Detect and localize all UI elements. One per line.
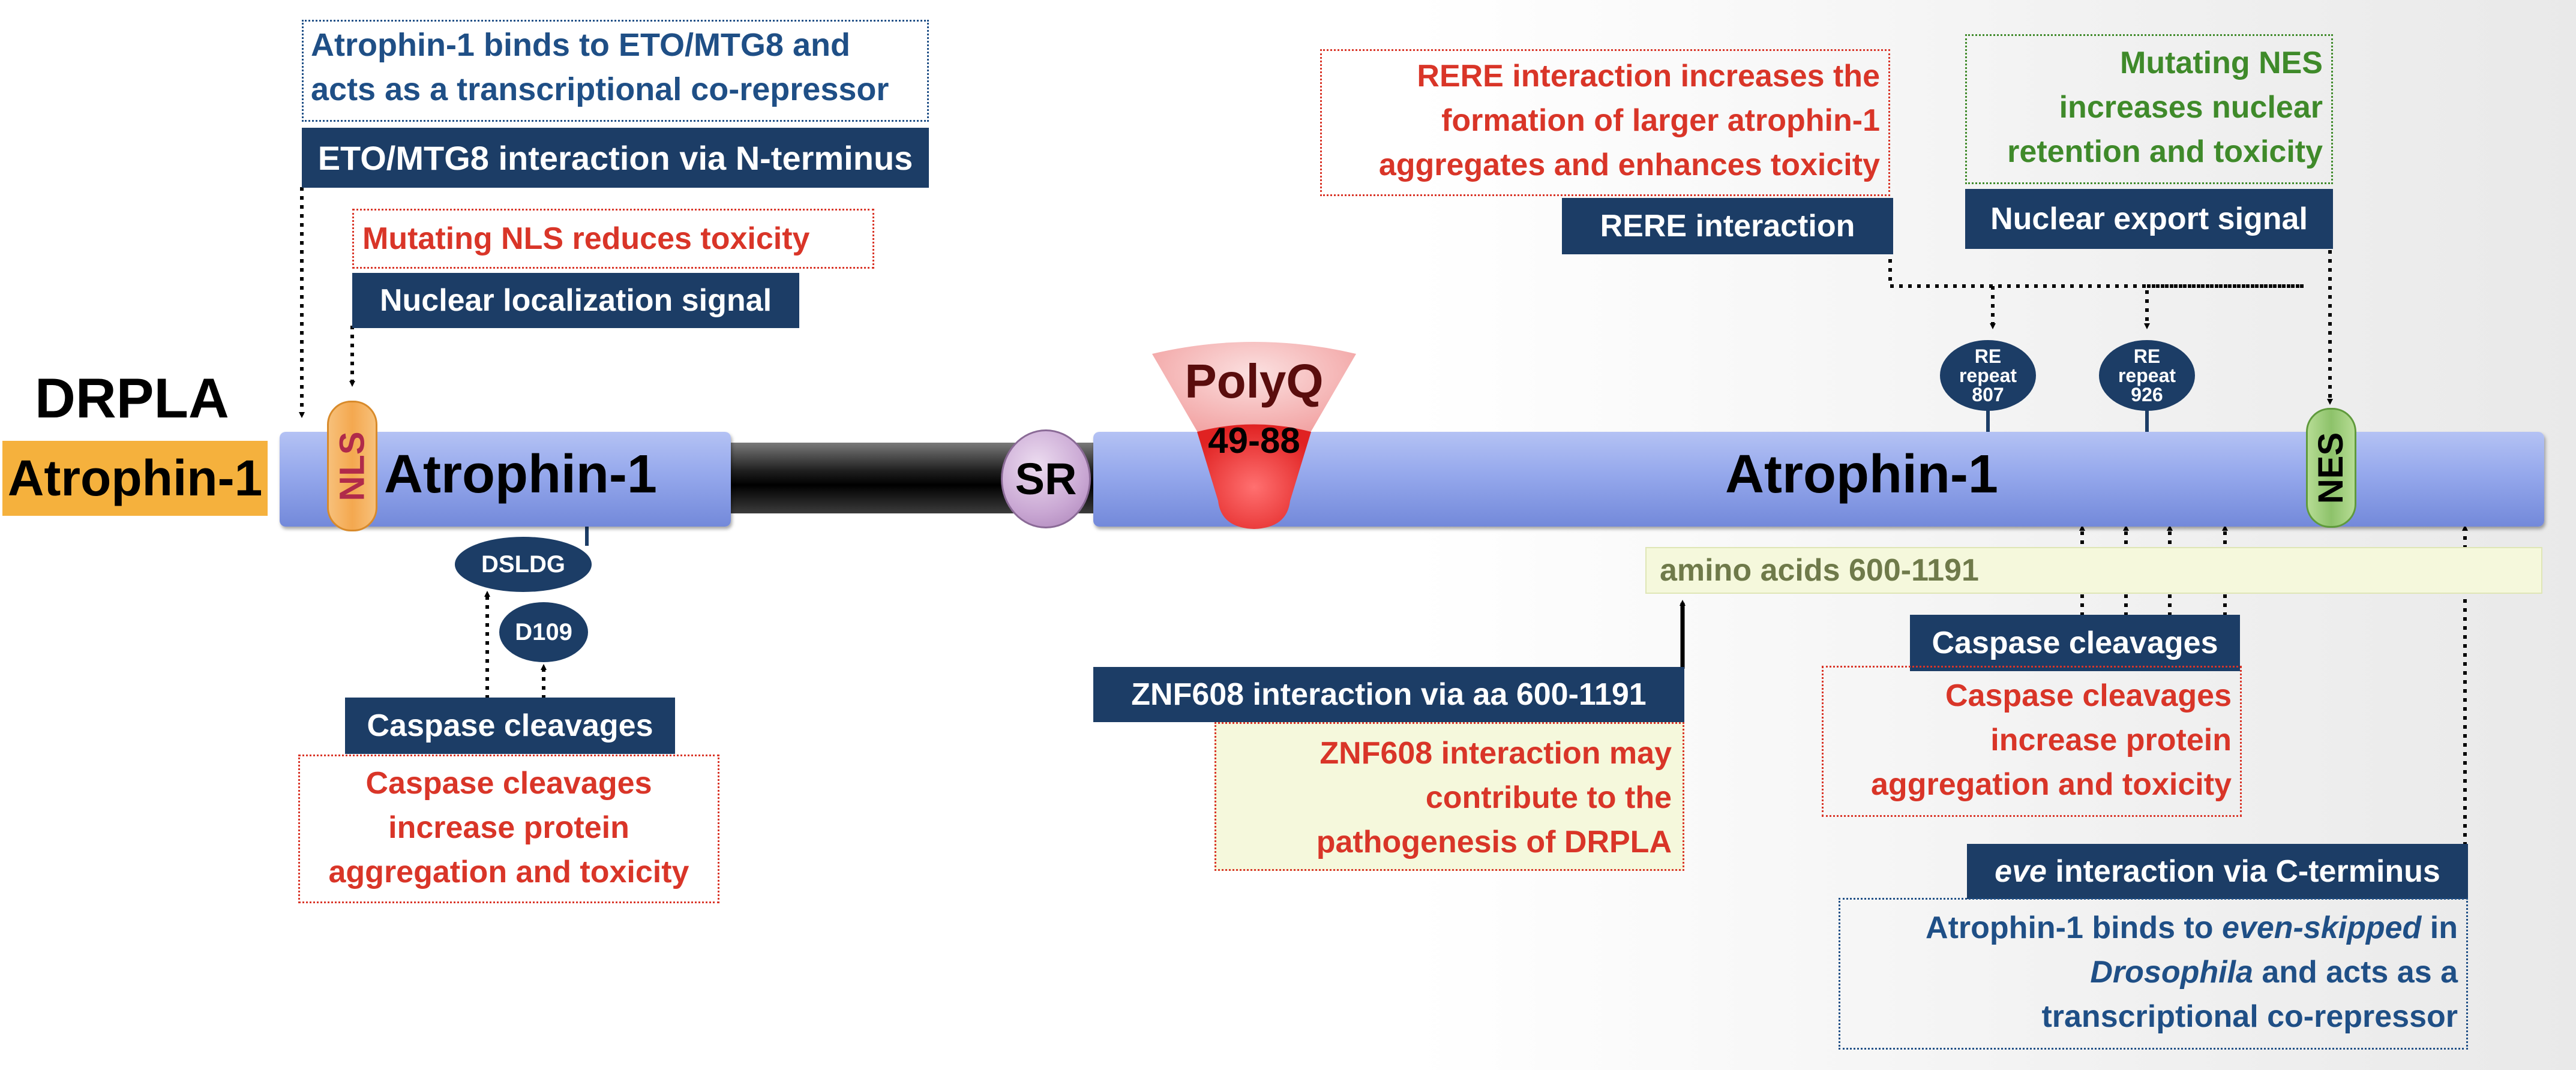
nes-signal-label: Nuclear export signal: [1965, 189, 2333, 249]
caspase-left-note: Caspase cleavages increase protein aggre…: [298, 755, 719, 903]
eve-label-italic: eve: [1995, 854, 2047, 889]
polyq-range: 49-88: [1208, 420, 1300, 461]
eto-note: Atrophin-1 binds to ETO/MTG8 and acts as…: [302, 20, 929, 122]
protein-label: Atrophin-1: [2, 441, 268, 516]
bar-left-label: Atrophin-1: [384, 444, 657, 504]
nes-note: Mutating NES increases nuclear retention…: [1965, 34, 2333, 184]
sr-domain: SR: [1001, 429, 1091, 528]
nls-signal-label: Nuclear localization signal: [352, 273, 799, 328]
gene-title: DRPLA: [35, 366, 229, 429]
eto-label: ETO/MTG8 interaction via N-terminus: [302, 128, 929, 188]
re-repeat-807: RE repeat 807: [1940, 340, 2036, 411]
eve-note: Atrophin-1 binds to even-skipped in Dros…: [1839, 898, 2468, 1050]
d109-site: D109: [499, 602, 588, 662]
eve-label: eve interaction via C-terminus: [1967, 844, 2468, 899]
caspase-right-label: Caspase cleavages: [1910, 615, 2240, 671]
atrophin-bar-right: [1093, 432, 2544, 527]
rere-arrow-807: [1888, 250, 2150, 329]
caspase-right-note: Caspase cleavages increase protein aggre…: [1822, 666, 2242, 817]
bar-right-label: Atrophin-1: [1725, 444, 1998, 504]
rere-note: RERE interaction increases the formation…: [1320, 49, 1890, 196]
znf-label: ZNF608 interaction via aa 600-1191: [1093, 667, 1684, 722]
nls-note: Mutating NLS reduces toxicity: [352, 209, 874, 269]
polyq-domain: [1152, 342, 1356, 529]
sr-label: SR: [1015, 454, 1077, 504]
nes-domain: NES: [2306, 408, 2356, 528]
aa-region-label: amino acids 600-1191: [1660, 553, 1979, 588]
polyq-label: PolyQ: [1184, 354, 1324, 408]
aa-region: amino acids 600-1191: [1645, 547, 2542, 594]
nls-domain: NLS: [327, 401, 377, 531]
rere-label: RERE interaction: [1562, 198, 1893, 254]
nls-label: NLS: [332, 431, 372, 501]
caspase-left-label: Caspase cleavages: [345, 698, 675, 754]
znf-note: ZNF608 interaction may contribute to the…: [1214, 722, 1684, 871]
dsldg-site: DSLDG: [455, 537, 592, 592]
eve-label-rest: interaction via C-terminus: [2046, 854, 2440, 889]
nes-label: NES: [2311, 432, 2351, 504]
re-repeat-926: RE repeat 926: [2099, 340, 2195, 411]
